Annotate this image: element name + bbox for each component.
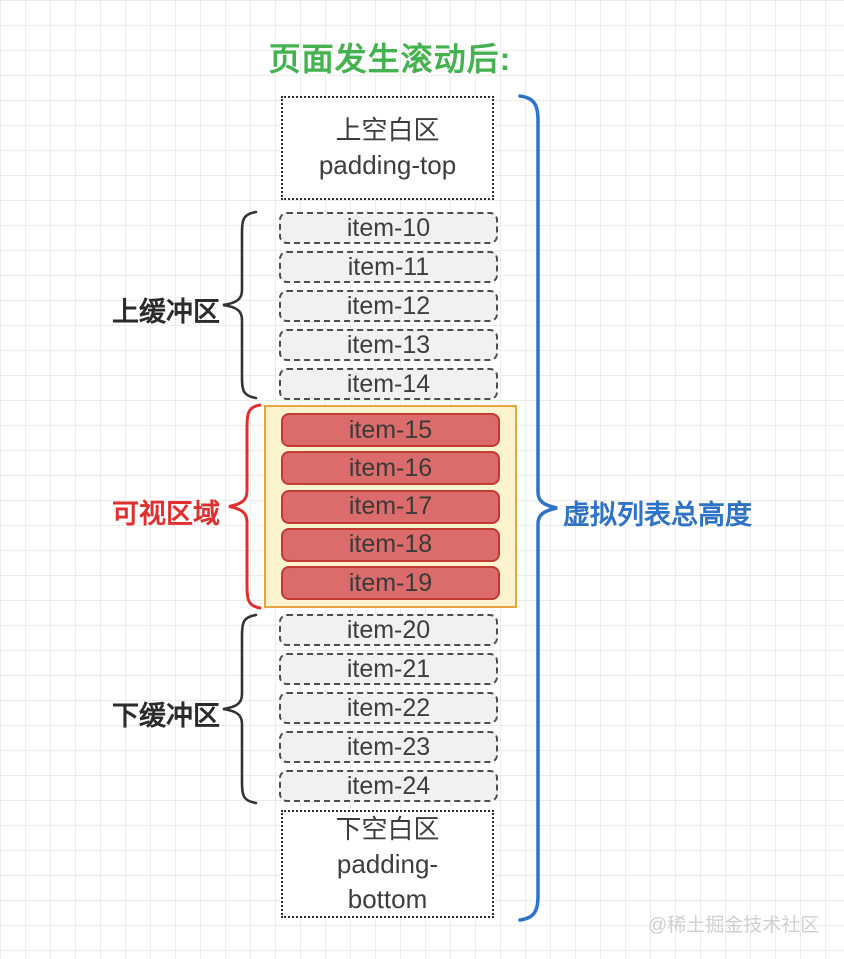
buffer-bottom-label: 下缓冲区 [112,701,220,731]
bottom-spacer-label-en1: padding- [336,848,439,879]
list-item: item-19 [281,566,500,600]
buffer-top-label: 上缓冲区 [112,297,220,327]
buffer-top-list: item-10 item-11 item-12 item-13 item-14 [279,212,498,400]
top-spacer-box: 上空白区 padding-top [281,96,494,200]
list-item: item-16 [281,451,500,486]
watermark: @稀土掘金技术社区 [648,915,820,936]
total-height-label: 虚拟列表总高度 [563,500,752,530]
buffer-top-brace-icon [220,210,260,400]
top-spacer-label-en: padding-top [318,150,457,180]
list-item: item-22 [279,692,498,724]
list-item: item-23 [279,731,498,763]
list-item: item-18 [281,527,500,562]
list-item: item-21 [279,653,498,685]
list-item: item-17 [281,489,500,524]
list-item: item-15 [281,413,500,447]
bottom-spacer-box: 下空白区 padding- bottom [281,810,494,918]
top-spacer-label-cn: 上空白区 [335,115,440,145]
buffer-bottom-list: item-20 item-21 item-22 item-23 item-24 [279,614,498,802]
total-height-brace-icon [516,94,560,922]
list-item: item-14 [279,368,498,400]
visible-area-brace-icon [226,403,264,610]
bottom-spacer-label-en2: bottom [347,883,428,914]
bottom-spacer-label-cn: 下空白区 [335,813,440,844]
list-item: item-11 [279,251,498,283]
list-item: item-12 [279,290,498,322]
list-item: item-24 [279,770,498,802]
list-item: item-10 [279,212,498,244]
list-item: item-13 [279,329,498,361]
buffer-bottom-brace-icon [220,613,260,805]
list-item: item-20 [279,614,498,646]
page-title: 页面发生滚动后: [268,41,512,77]
visible-area-label: 可视区域 [112,499,220,529]
